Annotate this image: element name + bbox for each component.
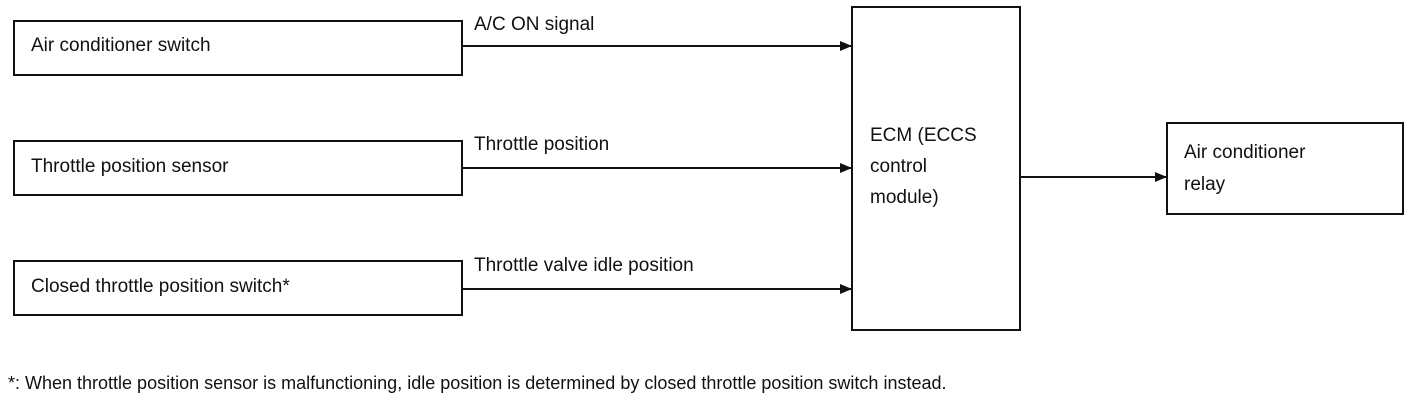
ecm-label: ECM (ECCS control module) xyxy=(870,120,977,213)
air-conditioner-switch-label: Air conditioner switch xyxy=(31,35,211,56)
ac-on-signal-label: A/C ON signal xyxy=(474,14,595,35)
ecm-box xyxy=(851,6,1021,331)
throttle-position-sensor-box xyxy=(13,140,463,196)
throttle-position-signal-label: Throttle position xyxy=(474,134,610,155)
closed-throttle-position-switch-box xyxy=(13,260,463,316)
closed-throttle-position-switch-label: Closed throttle position switch* xyxy=(31,276,290,297)
air-conditioner-relay-label: Air conditioner relay xyxy=(1184,137,1305,201)
ecm-label-line-3: module) xyxy=(870,187,939,208)
air-conditioner-relay-box xyxy=(1166,122,1404,215)
relay-label-line-1: Air conditioner xyxy=(1184,142,1306,163)
throttle-position-sensor-label: Throttle position sensor xyxy=(31,156,229,177)
throttle-valve-idle-position-signal-label: Throttle valve idle position xyxy=(474,255,694,276)
footnote: *: When throttle position sensor is malf… xyxy=(8,373,947,393)
ecm-label-line-2: control xyxy=(870,156,928,177)
air-conditioner-switch-box xyxy=(13,20,463,76)
ecm-label-line-1: ECM (ECCS xyxy=(870,125,977,146)
relay-label-line-2: relay xyxy=(1184,174,1226,195)
